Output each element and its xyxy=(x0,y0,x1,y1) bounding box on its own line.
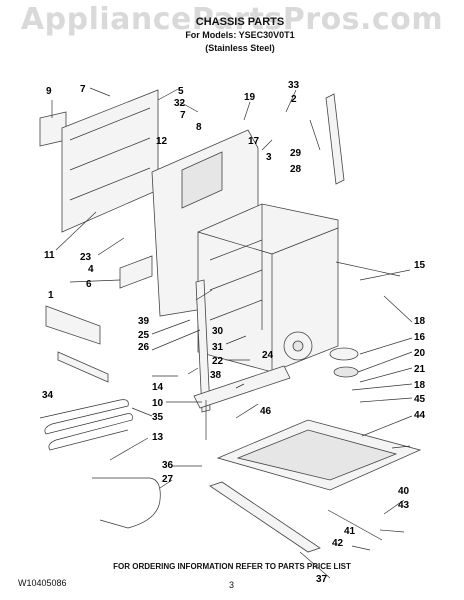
callout-35: 35 xyxy=(152,412,164,423)
callout-2: 2 xyxy=(291,94,297,105)
callout-37: 37 xyxy=(316,574,328,585)
callout-32: 32 xyxy=(174,98,186,109)
callout-7-mid: 7 xyxy=(180,110,186,121)
callout-leaders xyxy=(51,87,413,579)
callout-5: 5 xyxy=(178,86,184,97)
callout-19: 19 xyxy=(244,92,256,103)
callout-1: 1 xyxy=(48,290,54,301)
callout-3: 3 xyxy=(266,152,272,163)
part-burner-assembly xyxy=(329,347,359,378)
page-number: 3 xyxy=(229,580,235,590)
callout-17: 17 xyxy=(248,136,260,147)
finish-line: (Stainless Steel) xyxy=(205,43,275,53)
callout-20: 20 xyxy=(414,348,426,359)
callout-4: 4 xyxy=(88,264,94,275)
callout-39: 39 xyxy=(138,316,150,327)
callout-41: 41 xyxy=(344,526,356,537)
callout-46: 46 xyxy=(260,406,272,417)
models-line: For Models: YSEC30V0T1 xyxy=(185,30,295,40)
callout-40: 40 xyxy=(398,486,410,497)
callout-22: 22 xyxy=(212,356,224,367)
callout-8: 8 xyxy=(196,122,202,133)
callout-30: 30 xyxy=(212,326,224,337)
callout-43: 43 xyxy=(398,500,410,511)
callout-15: 15 xyxy=(414,260,426,271)
part-broil-element xyxy=(39,399,133,451)
part-trim-strip xyxy=(119,255,153,289)
part-rail-15 xyxy=(335,261,401,277)
callout-12: 12 xyxy=(156,136,168,147)
callout-7-top: 7 xyxy=(80,84,86,95)
part-convection-fan xyxy=(283,331,313,361)
part-oven-cavity xyxy=(197,203,339,373)
part-front-post xyxy=(195,279,211,413)
callout-27: 27 xyxy=(162,474,174,485)
callout-labels: 9 7 5 32 33 2 19 8 7 12 17 3 29 28 11 23… xyxy=(42,80,426,585)
callout-18-bottom: 18 xyxy=(414,380,426,391)
callout-42: 42 xyxy=(332,538,344,549)
part-rod xyxy=(327,509,383,541)
part-bake-element xyxy=(92,477,161,529)
part-back-wall xyxy=(61,89,159,233)
callout-34: 34 xyxy=(42,390,54,401)
callout-28: 28 xyxy=(290,164,302,175)
callout-38: 38 xyxy=(210,370,222,381)
part-bottom-pan xyxy=(216,419,422,491)
callout-14: 14 xyxy=(152,382,164,393)
part-side-rail xyxy=(325,93,345,185)
callout-23: 23 xyxy=(80,252,92,263)
callout-24: 24 xyxy=(262,350,274,361)
callout-45: 45 xyxy=(414,394,426,405)
document-number: W10405086 xyxy=(18,578,67,588)
diagram-title: CHASSIS PARTS xyxy=(195,16,285,28)
part-bracket-38 xyxy=(193,365,291,440)
callout-13: 13 xyxy=(152,432,164,443)
callout-6: 6 xyxy=(86,279,92,290)
callout-10: 10 xyxy=(152,398,164,409)
callout-25: 25 xyxy=(138,330,150,341)
watermark: AppliancePartsPros.com xyxy=(20,2,444,37)
part-kick-strip xyxy=(57,351,109,383)
callout-11: 11 xyxy=(44,250,55,261)
callout-31: 31 xyxy=(212,342,224,353)
callout-9: 9 xyxy=(46,86,52,97)
callout-16: 16 xyxy=(414,332,426,343)
part-bottom-rail xyxy=(209,481,321,553)
callout-26: 26 xyxy=(138,342,150,353)
callout-21: 21 xyxy=(414,364,426,375)
part-lower-panel xyxy=(45,305,101,345)
callout-33: 33 xyxy=(288,80,300,91)
ordering-note: FOR ORDERING INFORMATION REFER TO PARTS … xyxy=(113,562,351,571)
diagram-title-block: CHASSIS PARTS For Models: YSEC30V0T1 (St… xyxy=(150,16,330,55)
callout-44: 44 xyxy=(414,410,426,421)
callout-36: 36 xyxy=(162,460,174,471)
callout-18-top: 18 xyxy=(414,316,426,327)
callout-29: 29 xyxy=(290,148,302,159)
